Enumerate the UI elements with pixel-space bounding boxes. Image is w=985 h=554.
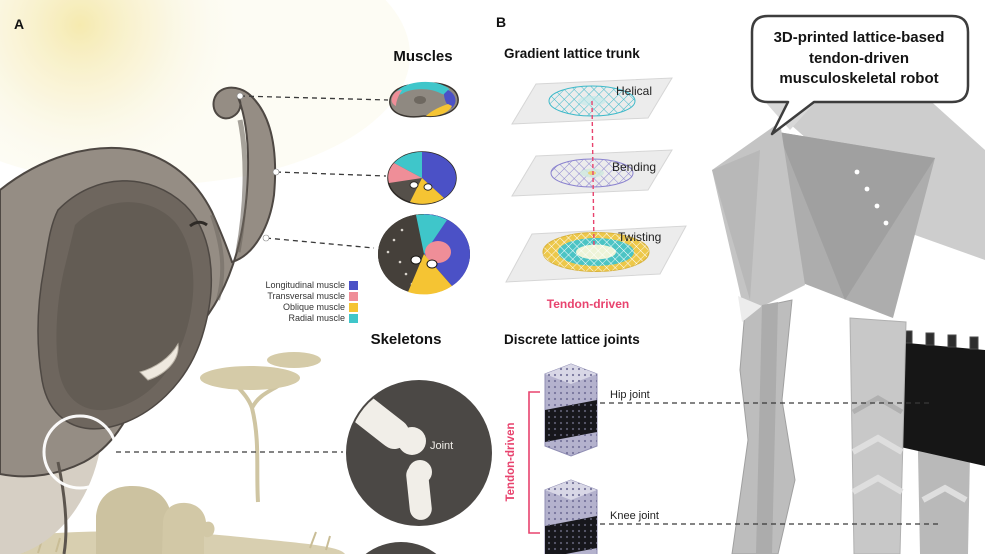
tendon-dashed-connector [591,100,595,249]
legend-label: Transversal muscle [267,291,345,301]
skeletons-title: Skeletons [370,331,442,348]
legend-swatch [349,281,358,290]
callout-line-3: musculoskeletal robot [779,70,939,88]
motor-bolts [903,330,979,350]
robot-elephant [712,78,985,554]
elephant-eye [189,220,208,228]
trunk-cross-section-2 [387,151,457,205]
trunk-cross-section-1 [389,81,459,118]
lattice-plate-bending [511,149,673,197]
legend-item-transversal: Transversal muscle [240,292,358,301]
acacia-tree-trunk [230,378,280,503]
legend-label: Oblique muscle [282,302,345,312]
tendon-driven-joints-label: Tendon-driven [505,422,517,502]
legend-swatch [349,292,358,301]
sun-glow [0,0,410,190]
lattice-plate-twisting [505,225,687,283]
legend-label: Radial muscle [288,313,345,323]
acacia-tree-canopy [200,366,300,390]
elephant-tusk [139,342,179,381]
elephant-silhouette-baby [162,502,215,554]
legend-item-longitudinal: Longitudinal muscle [240,281,358,290]
layer-label-twisting: Twisting [618,230,662,244]
skeleton-inset-partial [365,542,437,554]
callout-text: 3D-printed lattice-based tendon-driven m… [754,28,964,90]
joint-label: Joint [430,440,454,452]
callout-line-1: 3D-printed lattice-based [773,29,945,46]
lattice-joint-hip [544,363,598,457]
robot-tusk [738,296,762,322]
callout-line-2: tendon-driven [809,49,909,67]
elephant-front-leg-line [56,461,68,554]
savanna-silhouettes [0,352,345,554]
trunk-cross-section-3 [378,214,471,295]
legend-label: Longitudinal muscle [265,280,345,290]
panel-a-label: A [14,16,25,32]
knee-joint-label: Knee joint [610,510,659,522]
muscle-legend: Longitudinal muscle Transversal muscle O… [240,281,358,323]
legend-swatch [349,303,358,312]
legend-item-radial: Radial muscle [240,314,358,323]
panel-b-label: B [496,14,507,30]
skeleton-inset [346,380,492,526]
tendon-driven-trunk-label: Tendon-driven [546,297,630,311]
muscle-sample-lines [116,95,389,453]
lattice-joint-knee [544,479,598,554]
layer-label-bending: Bending [612,160,657,174]
tendon-bracket [528,391,540,534]
robot-rivets [854,169,889,226]
motor-housing [896,342,985,466]
legend-swatch [349,314,358,323]
trunk-sample-dots [236,92,280,242]
discrete-lattice-joints-title: Discrete lattice joints [504,332,640,347]
muscles-title: Muscles [393,48,453,65]
callout-bubble [750,14,970,136]
legend-item-oblique: Oblique muscle [240,303,358,312]
leg-lattice-chevrons [851,434,968,503]
gradient-lattice-trunk-title: Gradient lattice trunk [504,46,640,61]
layer-label-helical: Helical [616,84,653,98]
hip-joint-label: Hip joint [610,389,650,401]
elephant-illustration [0,86,277,554]
